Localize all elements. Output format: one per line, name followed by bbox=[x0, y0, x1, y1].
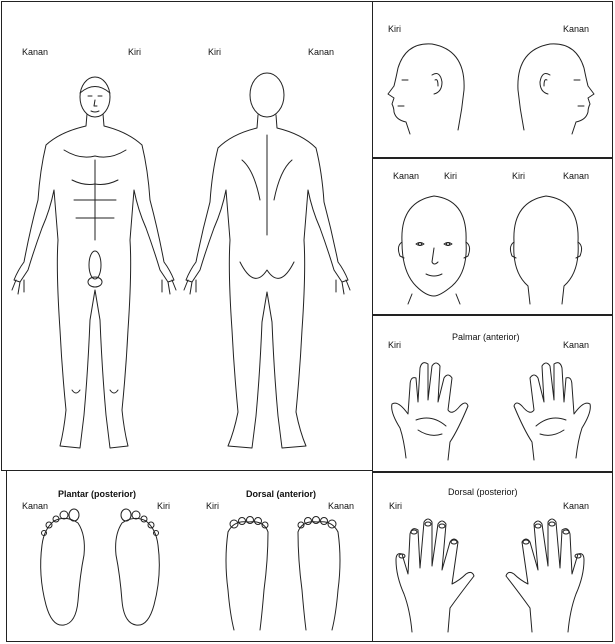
face-front-left-label: Kanan bbox=[393, 171, 419, 181]
palmar-title: Palmar (anterior) bbox=[452, 332, 520, 342]
back-head-figure bbox=[502, 182, 592, 307]
dorsal-feet-figure bbox=[214, 510, 364, 635]
palmar-right-label: Kanan bbox=[563, 340, 589, 350]
plantar-title: Plantar (posterior) bbox=[58, 489, 136, 499]
back-body-figure bbox=[170, 0, 370, 460]
plantar-feet-figure bbox=[30, 505, 170, 635]
right-dorsal-hand-figure bbox=[502, 510, 597, 635]
right-palm-figure bbox=[506, 350, 596, 465]
left-palm-figure bbox=[386, 350, 476, 465]
right-side-head-figure bbox=[502, 30, 602, 150]
left-dorsal-hand-figure bbox=[384, 510, 479, 635]
face-back-right-label: Kanan bbox=[563, 171, 589, 181]
left-side-head-figure bbox=[380, 30, 480, 150]
dorsal-hand-title: Dorsal (posterior) bbox=[448, 487, 518, 497]
dorsal-feet-title: Dorsal (anterior) bbox=[246, 489, 316, 499]
palmar-left-label: Kiri bbox=[388, 340, 401, 350]
face-back-left-label: Kiri bbox=[512, 171, 525, 181]
face-front-right-label: Kiri bbox=[444, 171, 457, 181]
front-face-figure bbox=[390, 182, 480, 307]
